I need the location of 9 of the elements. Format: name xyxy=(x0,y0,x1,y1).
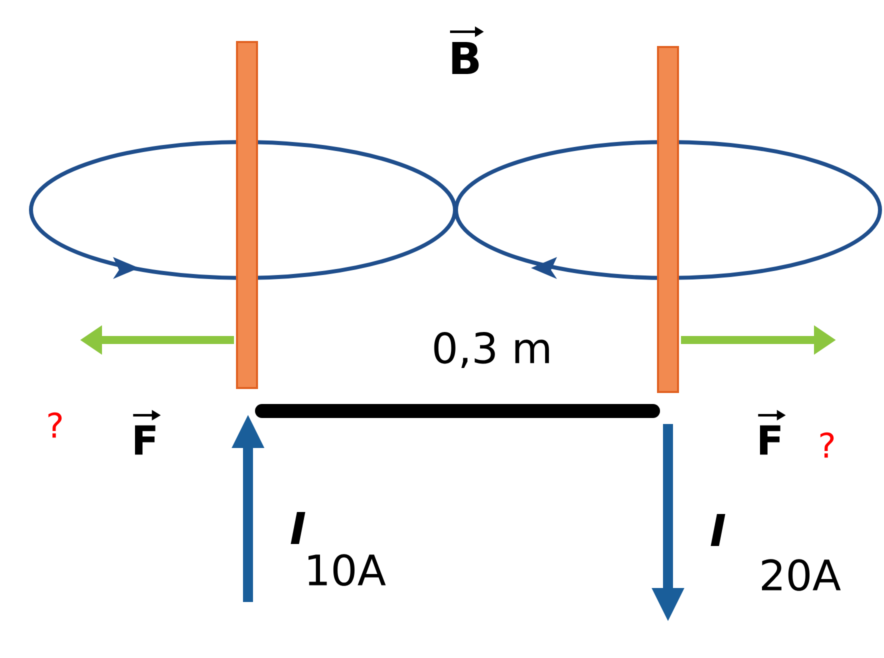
current-symbol: I xyxy=(710,514,726,546)
question-mark: ? xyxy=(820,432,834,458)
question-mark: ? xyxy=(48,412,62,438)
wire xyxy=(657,46,679,393)
measurement-label: 10A xyxy=(308,554,386,586)
measurement-label: 0,3 m xyxy=(434,332,549,368)
measurement-label: 20A xyxy=(762,559,841,591)
current-symbol: I xyxy=(290,512,306,544)
wire xyxy=(236,41,258,389)
